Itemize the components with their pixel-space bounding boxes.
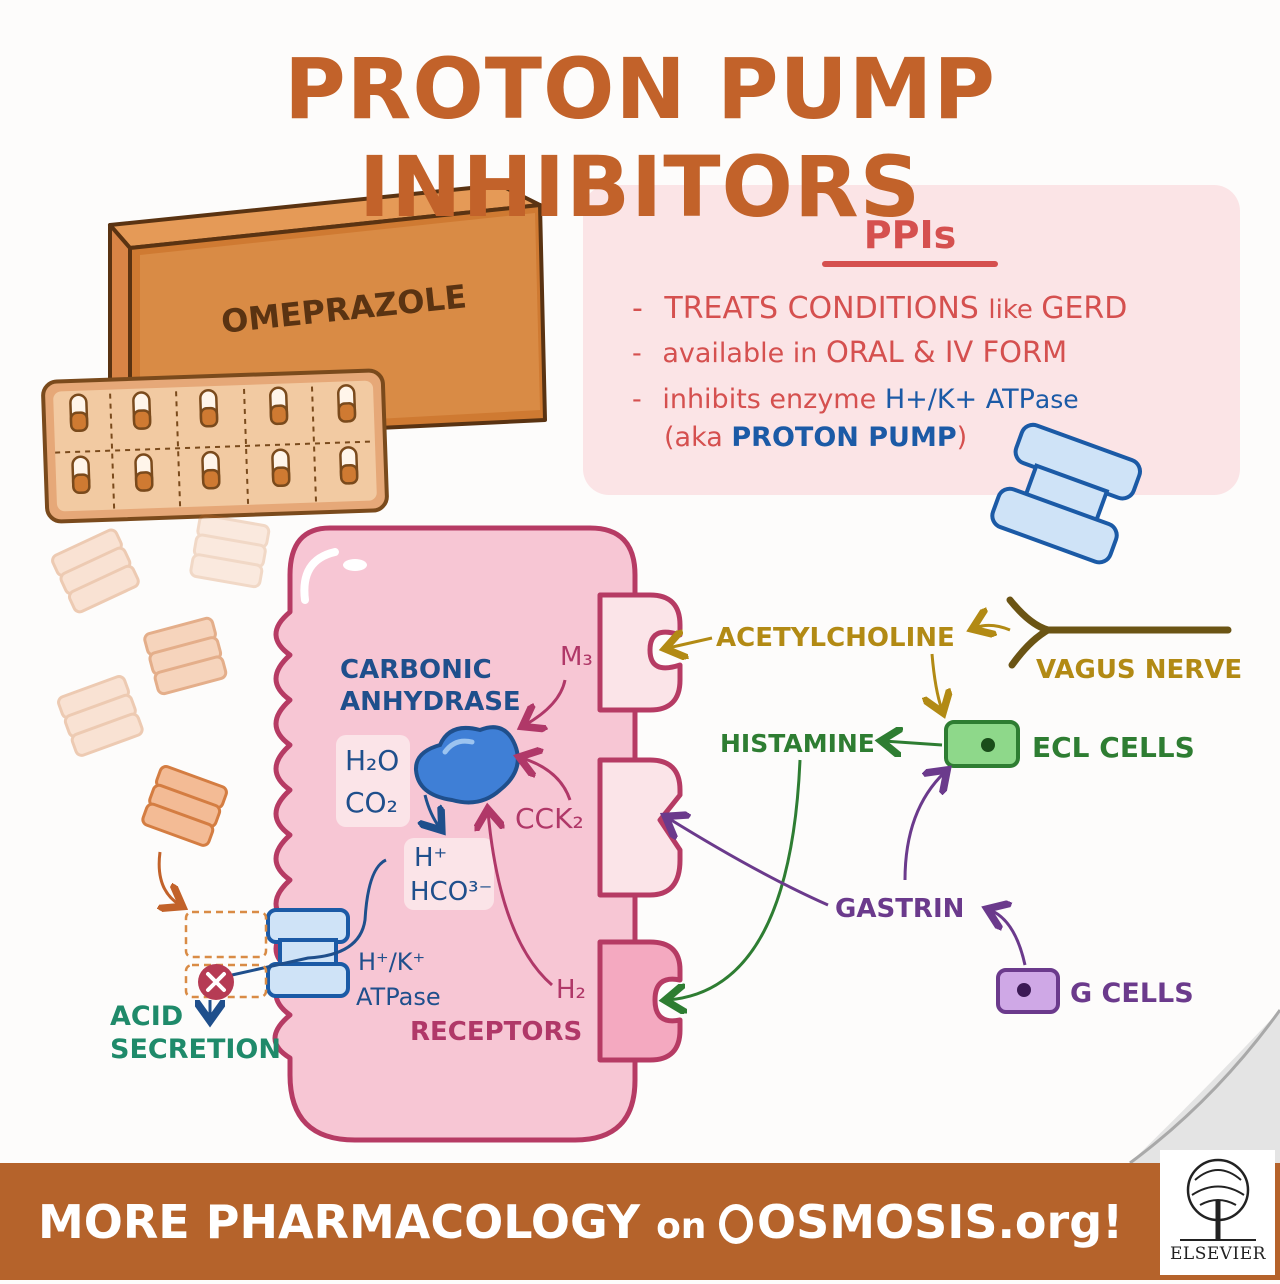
footer-bang: ! [1102, 1195, 1124, 1249]
h-plus-to-pump-line [231, 858, 387, 977]
drug-to-pump-arrow [159, 851, 180, 905]
footer-band [0, 1163, 1280, 1280]
capsule-icon [71, 455, 91, 495]
pill-stack-icon [141, 765, 228, 847]
page-title: PROTON PUMP INHIBITORS [284, 40, 996, 236]
h2-to-enzyme-arrow [488, 812, 553, 987]
capsule-icon [199, 388, 219, 428]
cck2-receptor [597, 757, 683, 898]
m3-receptor [597, 592, 683, 713]
ecl-cell-icon [944, 720, 1020, 768]
acid-label-1: ACID [110, 1001, 183, 1032]
footer-text-2: on [656, 1206, 719, 1247]
info-heading: PPIs [864, 213, 956, 257]
capsule-icon [336, 384, 357, 423]
parietal-cell: CARBONIC ANHYDRASE H₂O CO₂ H⁺ HCO³⁻ H⁺/K… [231, 525, 683, 1143]
ach-to-m3-arrow [668, 638, 713, 648]
ecl-to-histamine-arrow [884, 741, 943, 745]
pump-label-2: ATPase [356, 983, 441, 1011]
h-plus-label: H⁺ [414, 843, 447, 873]
osmosis-link[interactable]: OSMOSIS.org [756, 1195, 1103, 1249]
capsule-icon [69, 393, 89, 433]
ach-to-ecl-arrow [932, 653, 942, 710]
capsule-icon [201, 450, 221, 490]
osmosis-logo-icon[interactable] [718, 1204, 753, 1244]
vagus-nerve [1006, 596, 1232, 669]
pill-stack-icon [51, 528, 140, 614]
h2-receptor [597, 939, 683, 1063]
h2-label: H₂ [556, 975, 586, 1005]
pill-stack-icon [189, 513, 271, 589]
co2-label: CO₂ [345, 786, 398, 819]
hco3-label: HCO³⁻ [410, 877, 492, 907]
carbonic-anhydrase-enzyme [413, 725, 520, 805]
blister-pack [41, 368, 389, 524]
gcells-to-gastrin-arrow [990, 910, 1027, 966]
ppi-info-card: PPIs - TREATS CONDITIONS like GERD - ava… [583, 185, 1240, 495]
h2o-label: H₂O [345, 744, 399, 777]
elsevier-tree-logo [1180, 1158, 1256, 1241]
ecl-label: ECL CELLS [1032, 731, 1195, 764]
acid-secretion-block [159, 851, 268, 1018]
enzyme-label-2: ANHYDRASE [340, 687, 521, 717]
capsule-icon [339, 446, 359, 485]
pill-stack-icon [143, 616, 228, 696]
footer-text-1: MORE PHARMACOLOGY [38, 1195, 657, 1249]
capsule-icon [134, 453, 154, 492]
footer-promo: MORE PHARMACOLOGY on OSMOSIS.org! [38, 1195, 1123, 1249]
blocked-x-icon [206, 972, 226, 992]
receptors-label: RECEPTORS [410, 1017, 582, 1047]
cck2-label: CCK₂ [515, 802, 584, 835]
histamine-to-h2-arrow [668, 759, 802, 1000]
capsule-icon [271, 448, 291, 488]
h-k-atpase-pump [266, 908, 350, 998]
pill-stack-icon [57, 675, 144, 757]
info-line-4: (aka PROTON PUMP) [664, 422, 967, 453]
publisher-name: ELSEVIER [1170, 1244, 1266, 1264]
gastrin-to-ecl-arrow [903, 772, 945, 881]
capsule-icon [132, 391, 152, 430]
acid-label-2: SECRETION [110, 1034, 281, 1065]
proton-pump-icon [990, 422, 1142, 565]
cck2-to-enzyme-arrow [522, 758, 572, 801]
enzyme-to-ions-arrow [425, 794, 440, 828]
g-cell-icon [996, 968, 1060, 1014]
vagus-label: VAGUS NERVE [1036, 655, 1242, 685]
floating-pills [51, 513, 271, 847]
m3-to-enzyme-arrow [525, 679, 567, 725]
acetylcholine-label: ACETYLCHOLINE [716, 623, 955, 653]
histamine-label: HISTAMINE [720, 729, 875, 758]
info-line-2: - available in ORAL & IV FORM [632, 335, 1067, 369]
page-curl [1129, 1009, 1280, 1165]
pump-label-1: H⁺/K⁺ [358, 948, 425, 976]
info-line-1: - TREATS CONDITIONS like GERD [632, 291, 1127, 326]
m3-label: M₃ [560, 642, 593, 672]
gcells-label: G CELLS [1070, 978, 1194, 1009]
gastrin-to-cck2-arrow [668, 818, 829, 907]
gastrin-label: GASTRIN [835, 894, 964, 924]
enzyme-label-1: CARBONIC [340, 655, 492, 685]
capsule-icon [269, 386, 289, 426]
info-line-3: - inhibits enzyme H+/K+ ATPase [632, 384, 1079, 415]
